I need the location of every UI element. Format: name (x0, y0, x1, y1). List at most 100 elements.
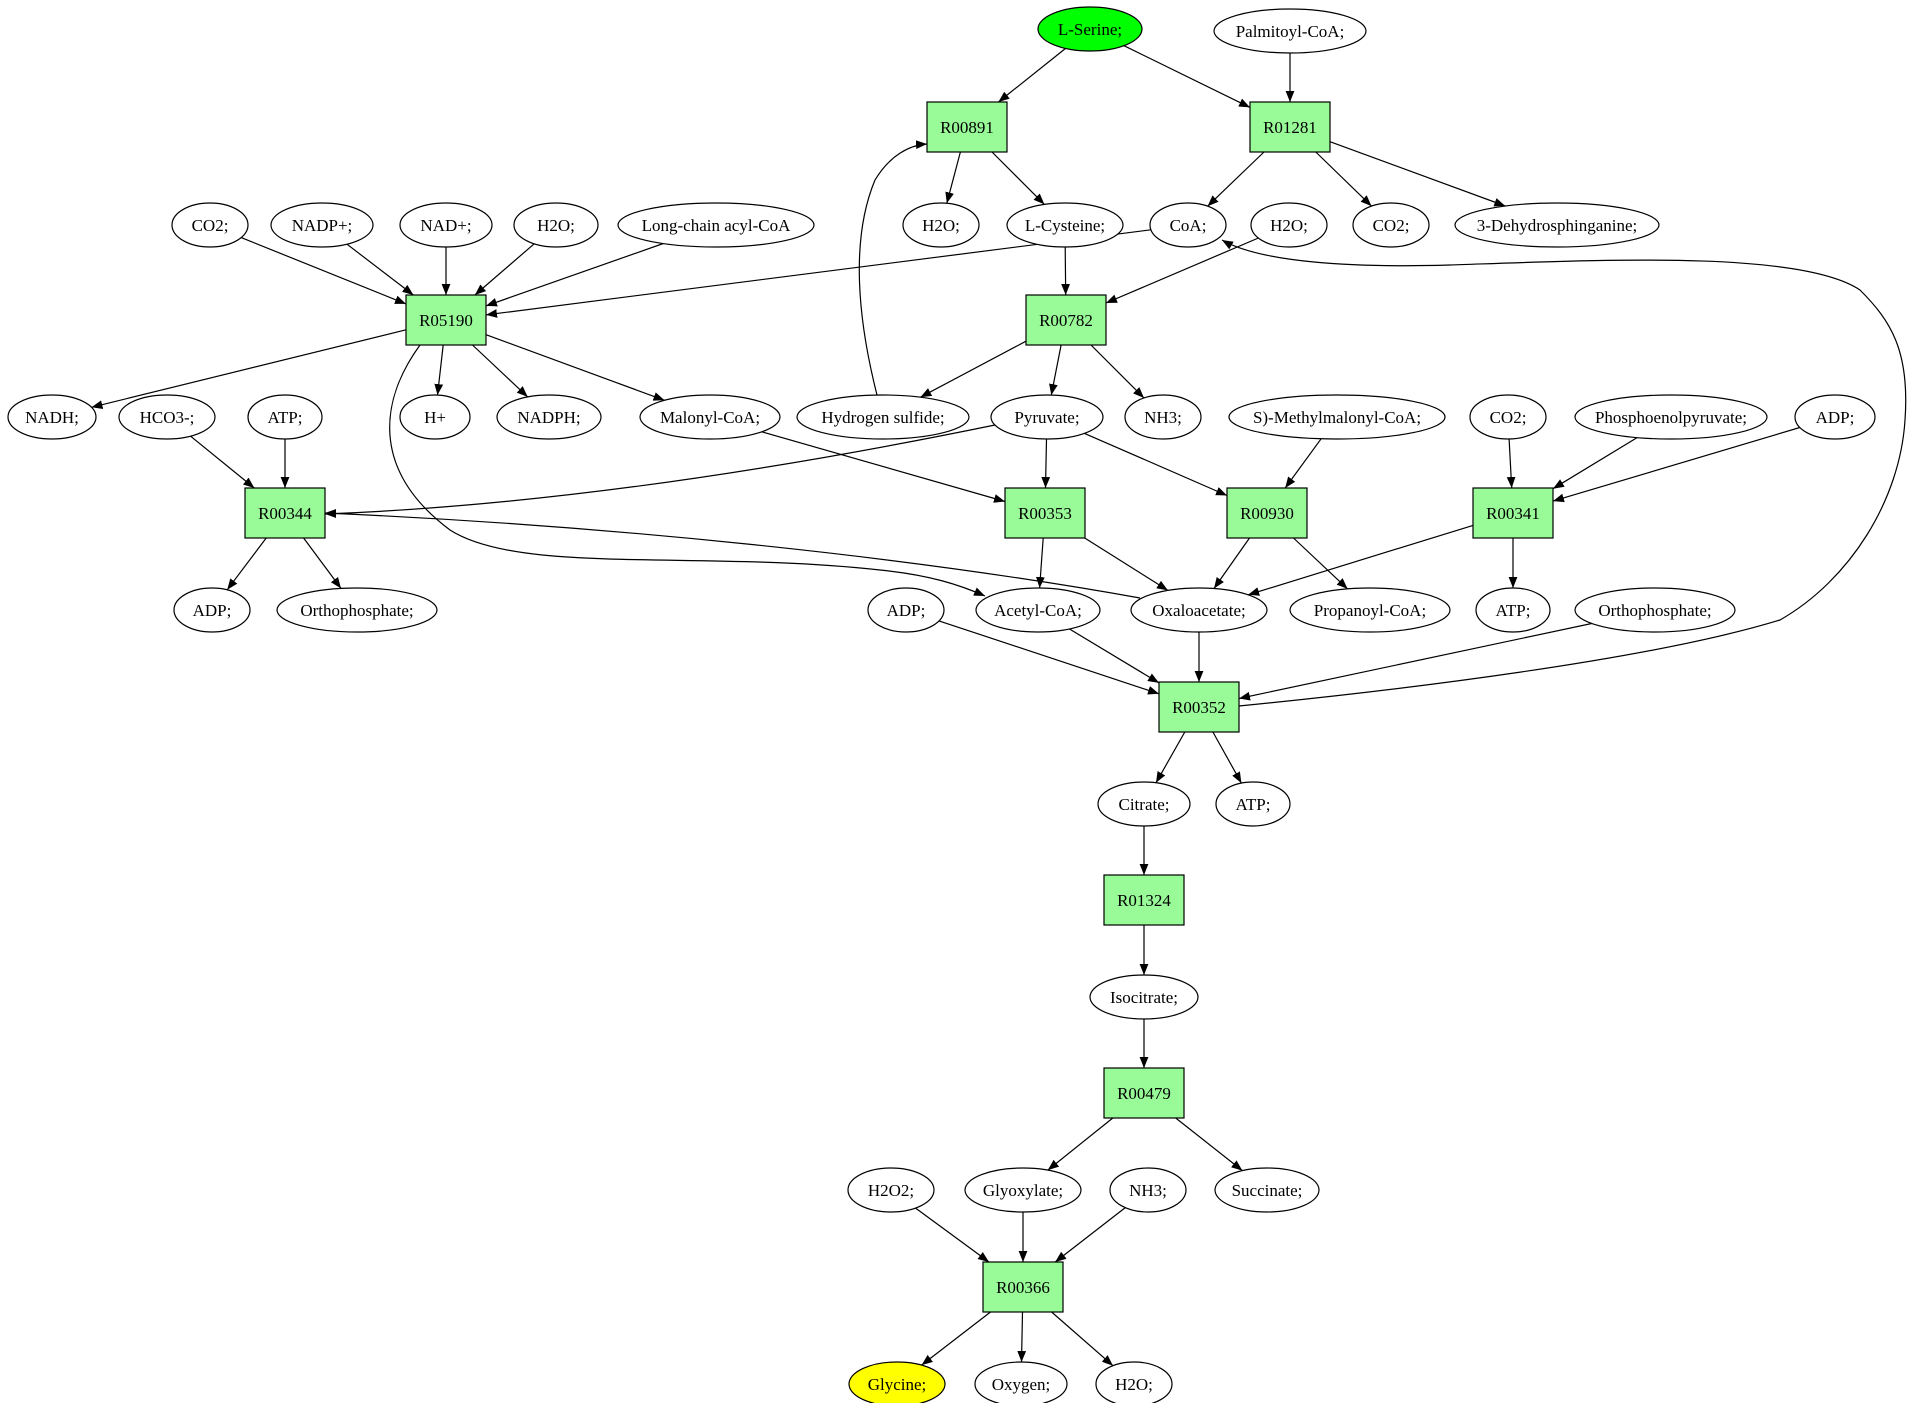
compound-ellipse (1214, 1167, 1320, 1213)
compound-ellipse (1215, 781, 1291, 827)
edge-R00891-to-lcys (991, 151, 1045, 205)
edge-pep-to-R00341 (1552, 437, 1638, 490)
compound-ellipse (1006, 202, 1124, 248)
compound-node-succinate: Succinate; (1214, 1167, 1320, 1213)
node-label: ATP; (268, 408, 303, 427)
reaction-node-R00344: R00344 (244, 487, 326, 539)
edge-malonyl-to-R00353 (761, 431, 1006, 503)
compound-node-atp_c: ATP; (1215, 781, 1291, 827)
compound-node-glycine: Glycine; (848, 1361, 946, 1403)
edge-R01281-to-co2_b (1315, 151, 1372, 207)
edges-layer (91, 45, 1907, 1367)
compound-node-dehydro: 3-Dehydrosphinganine; (1454, 202, 1660, 248)
reaction-node-R00891: R00891 (926, 101, 1008, 153)
node-label: R00352 (1172, 698, 1226, 717)
compound-ellipse (848, 1361, 946, 1403)
edge-R05190-to-malonyl (485, 334, 665, 401)
node-label: Orthophosphate; (1598, 601, 1711, 620)
node-label: S)-Methylmalonyl-CoA; (1253, 408, 1421, 427)
compound-node-lcacoa: Long-chain acyl-CoA (617, 202, 815, 248)
edge-R00479-to-glyoxylate (1047, 1117, 1114, 1171)
compound-node-ortho_a: Orthophosphate; (276, 587, 438, 633)
reaction-box (1472, 487, 1554, 539)
compound-ellipse (1794, 394, 1876, 440)
node-label: H2O; (1115, 1375, 1153, 1394)
node-label: ADP; (193, 601, 232, 620)
compound-node-h2o_a: H2O; (513, 202, 599, 248)
compound-ellipse (964, 1167, 1082, 1213)
node-label: CoA; (1170, 216, 1207, 235)
reaction-node-R00782: R00782 (1025, 294, 1107, 346)
compound-node-adp_b: ADP; (173, 587, 251, 633)
compound-ellipse (1574, 394, 1768, 440)
compound-ellipse (1130, 587, 1268, 633)
reaction-box (1226, 487, 1308, 539)
edge-R00782-to-pyruvate (1049, 344, 1062, 396)
compound-ellipse (1352, 202, 1430, 248)
node-label: L-Serine; (1058, 20, 1122, 39)
compound-node-nadp_plus: NADP+; (270, 202, 374, 248)
node-label: ADP; (887, 601, 926, 620)
node-label: ADP; (1816, 408, 1855, 427)
compound-node-pyruvate: Pyruvate; (990, 394, 1104, 440)
node-label: R05190 (419, 311, 473, 330)
edge-adp_c-to-R00352 (938, 620, 1160, 695)
edge-R00366-to-oxygen (1017, 1311, 1027, 1363)
node-label: Orthophosphate; (300, 601, 413, 620)
edge-R00366-to-h2o_d (1051, 1311, 1114, 1367)
compound-node-h2o_c: H2O; (1250, 202, 1328, 248)
reaction-node-R00341: R00341 (1472, 487, 1554, 539)
edge-h2s-to-R00891 (858, 140, 928, 396)
edge-co2_a-to-R05190 (240, 237, 407, 305)
node-label: R00891 (940, 118, 994, 137)
compound-ellipse (902, 202, 980, 248)
compound-node-ortho_b: Orthophosphate; (1574, 587, 1736, 633)
node-label: Palmitoyl-CoA; (1236, 22, 1345, 41)
node-label: CO2; (1490, 408, 1527, 427)
edge-acetyl-to-R00352 (1069, 628, 1160, 684)
compound-ellipse (496, 394, 602, 440)
edge-lserine-to-R01281 (1123, 45, 1251, 108)
compound-node-h2o_b: H2O; (902, 202, 980, 248)
node-label: NADH; (25, 408, 79, 427)
compound-ellipse (1089, 974, 1199, 1020)
compound-ellipse (399, 394, 471, 440)
edge-smm-to-R00930 (1284, 438, 1322, 489)
node-label: Oxaloacetate; (1152, 601, 1245, 620)
node-label: R00479 (1117, 1084, 1171, 1103)
compound-node-propanoyl: Propanoyl-CoA; (1289, 587, 1451, 633)
edge-lcacoa-to-R05190 (485, 242, 664, 307)
compound-ellipse (1289, 587, 1451, 633)
compound-ellipse (1124, 394, 1202, 440)
compound-node-atp_b: ATP; (1475, 587, 1551, 633)
node-label: H2O; (922, 216, 960, 235)
compound-ellipse (974, 1361, 1068, 1403)
compound-ellipse (276, 587, 438, 633)
reaction-node-R00930: R00930 (1226, 487, 1308, 539)
compound-node-nh3_a: NH3; (1124, 394, 1202, 440)
compound-node-h2o2: H2O2; (847, 1167, 935, 1213)
edge-co2_c-to-R00341 (1506, 438, 1516, 489)
compound-node-hco3: HCO3-; (118, 394, 216, 440)
edge-R00930-to-propanoyl (1293, 537, 1349, 590)
node-label: R00353 (1018, 504, 1072, 523)
compound-ellipse (118, 394, 216, 440)
reaction-box (244, 487, 326, 539)
compound-node-palmitoyl: Palmitoyl-CoA; (1213, 8, 1367, 54)
edge-R00353-to-oxalo (1084, 537, 1169, 591)
compound-ellipse (1037, 6, 1143, 52)
compound-node-lserine: L-Serine; (1037, 6, 1143, 52)
compound-ellipse (1095, 1361, 1173, 1403)
edge-R00782-to-h2s (920, 340, 1027, 398)
node-label: Glycine; (868, 1375, 927, 1394)
compound-node-atp_a: ATP; (247, 394, 323, 440)
edge-pyruvate-to-R00344 (324, 424, 996, 518)
reaction-node-R01324: R01324 (1103, 874, 1185, 926)
edge-R05190-to-acetyl (389, 344, 986, 597)
compound-node-oxygen: Oxygen; (974, 1361, 1068, 1403)
node-label: H2O2; (868, 1181, 914, 1200)
edge-h2o2-to-R00366 (915, 1207, 990, 1263)
compound-node-adp_a: ADP; (1794, 394, 1876, 440)
